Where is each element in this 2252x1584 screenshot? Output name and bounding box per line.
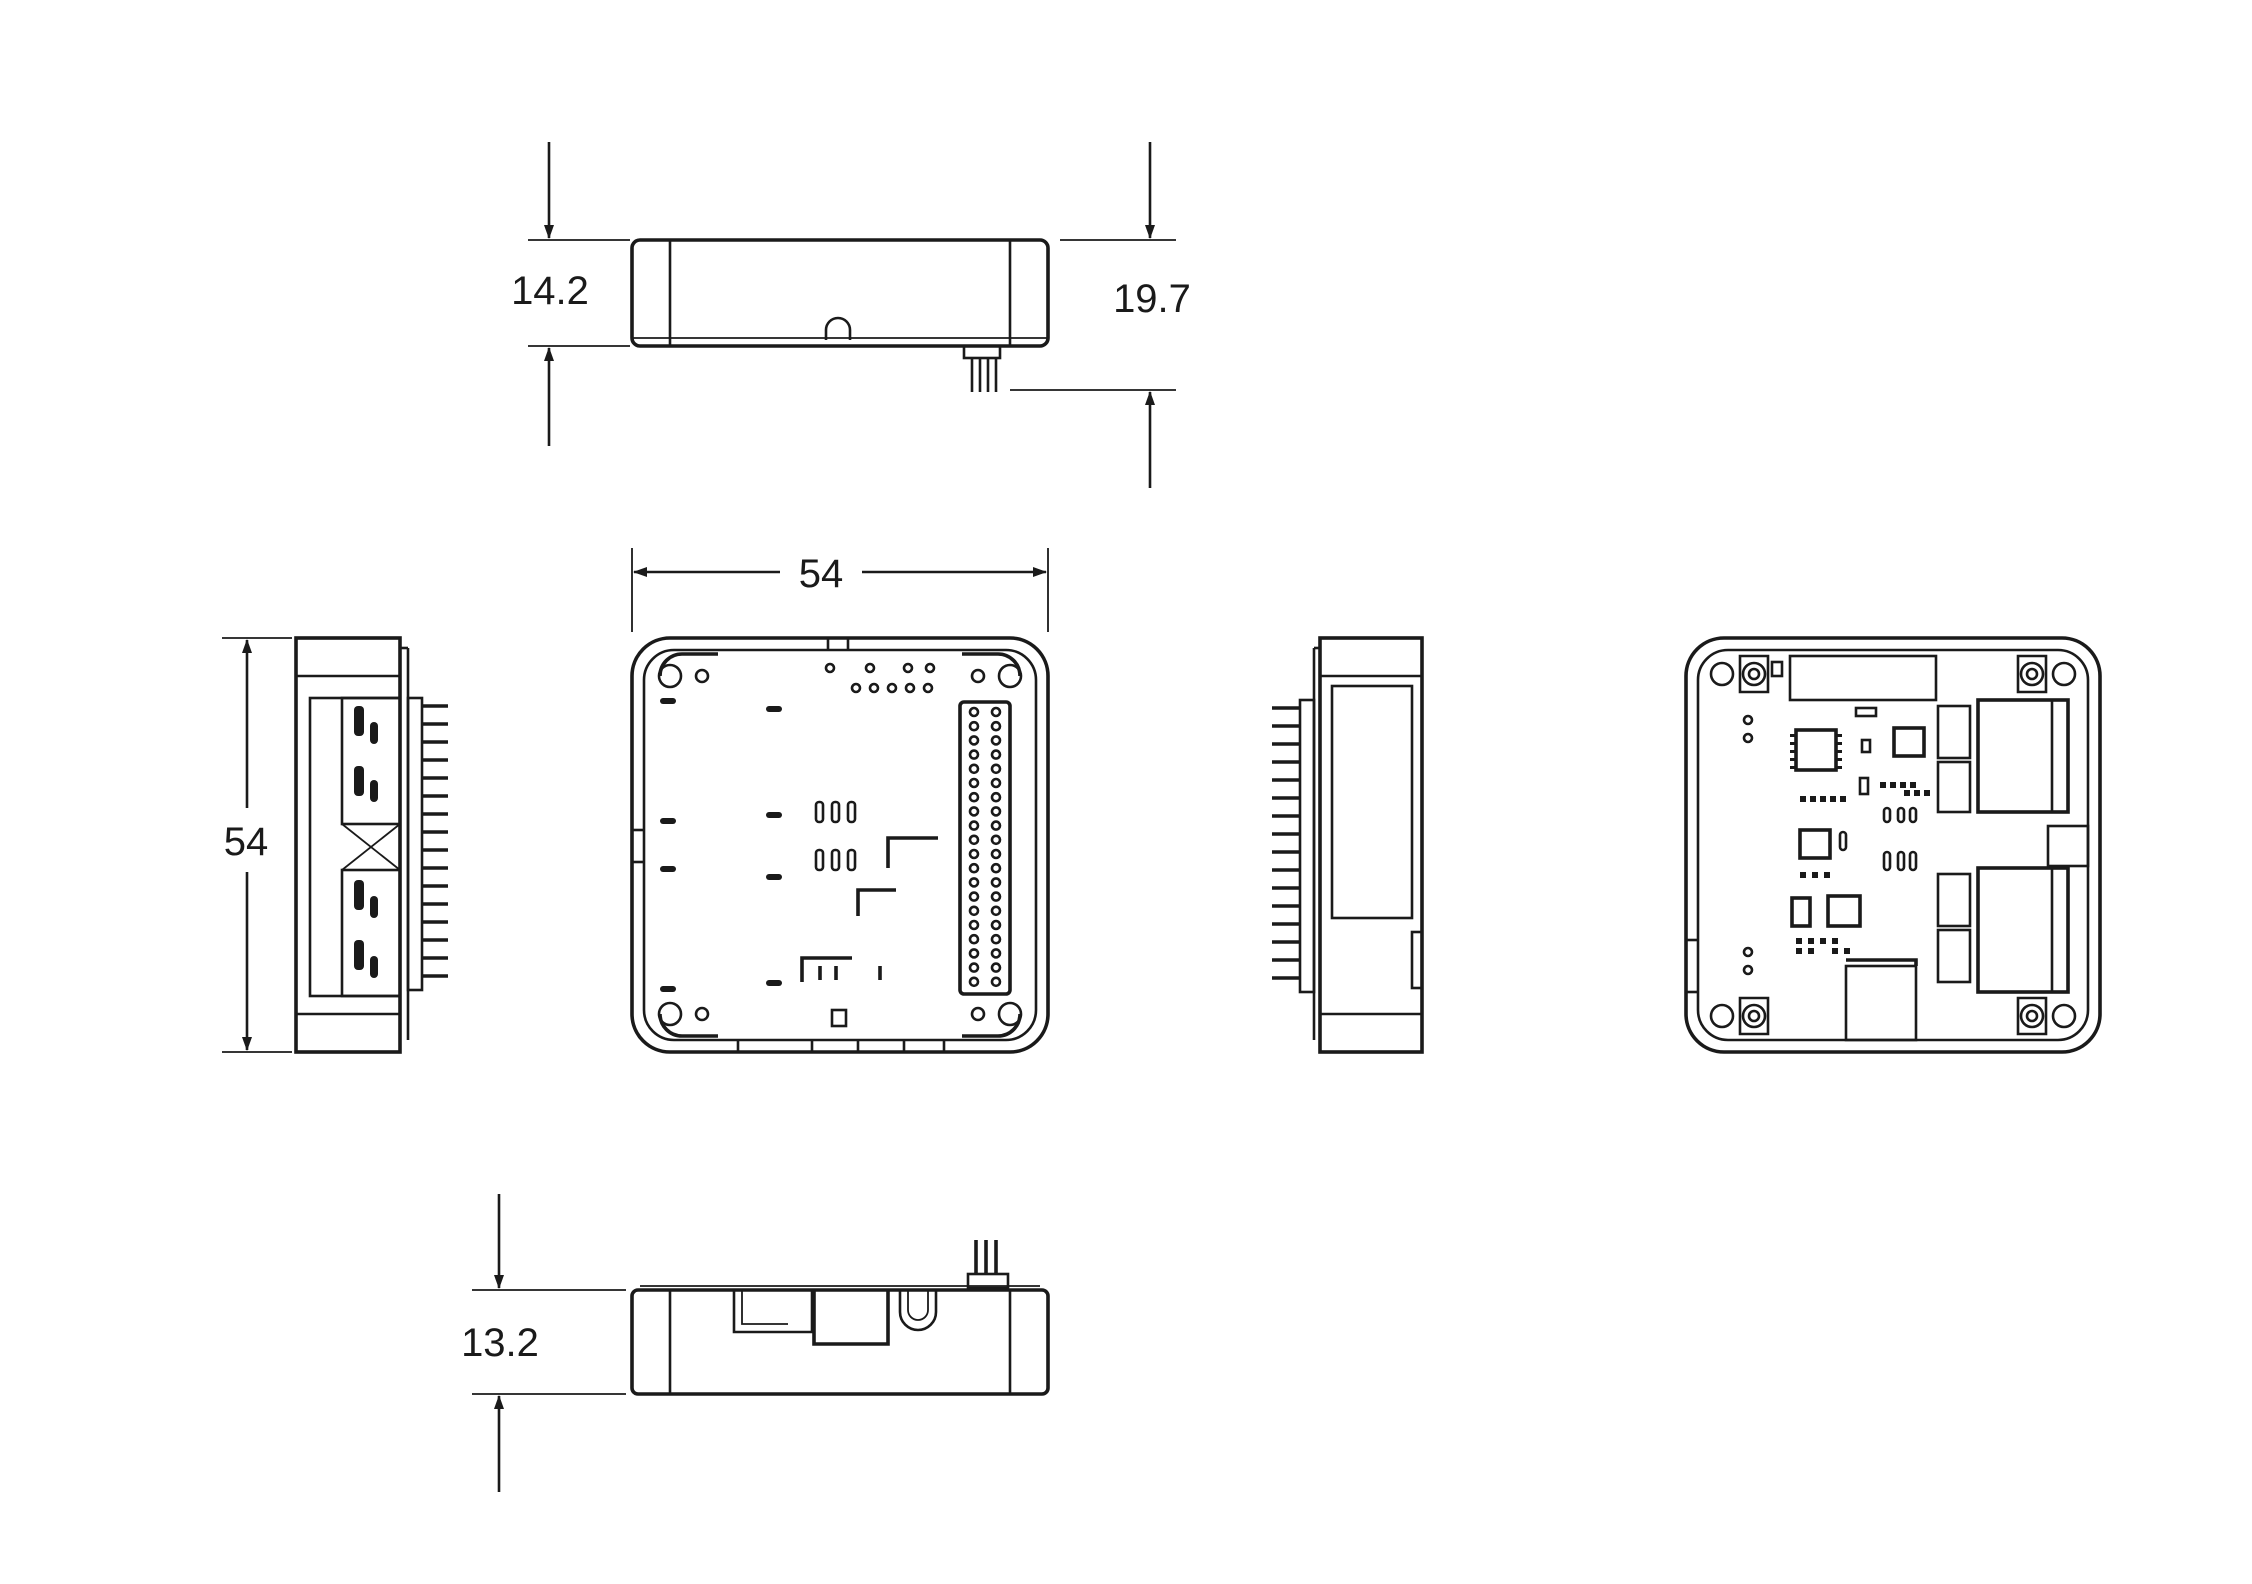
- gpio-pin: [968, 706, 980, 718]
- top-view: 14.2 19.7: [511, 142, 1191, 488]
- gpio-pin: [990, 791, 1002, 803]
- gpio-pin: [968, 735, 980, 746]
- gpio-pin: [990, 834, 1002, 846]
- gpio-pin: [990, 948, 1002, 959]
- gpio-pin: [968, 948, 980, 959]
- dim-top-height-left: 14.2: [511, 269, 589, 313]
- gpio-pin: [968, 862, 980, 874]
- gpio-pin: [990, 735, 1002, 746]
- gpio-pin: [990, 891, 1002, 902]
- right-view: [1272, 636, 1424, 1054]
- width-dimension: 54: [631, 548, 1049, 632]
- gpio-pin: [990, 905, 1002, 917]
- gpio-pin: [968, 820, 980, 831]
- gpio-pin: [990, 749, 1002, 760]
- gpio-pin: [968, 763, 980, 775]
- dim-top-height-right: 19.7: [1113, 277, 1191, 321]
- gpio-pin: [990, 877, 1002, 888]
- gpio-pin: [968, 919, 980, 931]
- gpio-pin: [990, 862, 1002, 874]
- gpio-pin: [968, 720, 980, 732]
- pcb-view: [1684, 636, 2102, 1054]
- left-view-pin-header: [406, 696, 448, 992]
- gpio-pin: [990, 848, 1002, 860]
- gpio-pin: [968, 905, 980, 917]
- gpio-pin: [968, 848, 980, 860]
- gpio-pin: [968, 891, 980, 902]
- dim-bottom-height: 13.2: [461, 1321, 539, 1365]
- gpio-pin: [990, 763, 1002, 775]
- front-view: [630, 636, 1050, 1054]
- dim-left-height: 54: [224, 820, 269, 864]
- gpio-pin: [968, 791, 980, 803]
- gpio-header: [958, 700, 1012, 996]
- dim-front-width: 54: [799, 552, 844, 596]
- gpio-pin: [968, 777, 980, 789]
- gpio-pin: [990, 806, 1002, 817]
- bottom-view: 13.2: [461, 1194, 1050, 1492]
- gpio-pin: [990, 976, 1002, 988]
- gpio-pin: [968, 749, 980, 760]
- left-view: 54: [222, 636, 448, 1054]
- top-view-body: [630, 238, 1050, 348]
- gpio-pin: [968, 877, 980, 888]
- right-view-pin-header: [1272, 698, 1316, 994]
- gpio-pin: [968, 976, 980, 988]
- gpio-pin: [990, 820, 1002, 831]
- gpio-pin: [990, 720, 1002, 732]
- gpio-pin: [990, 919, 1002, 931]
- gpio-pin: [968, 933, 980, 945]
- gpio-pin: [990, 962, 1002, 973]
- gpio-pin: [968, 962, 980, 973]
- gpio-pin: [968, 834, 980, 846]
- gpio-pin: [990, 933, 1002, 945]
- gpio-pin: [968, 806, 980, 817]
- gpio-pin: [990, 777, 1002, 789]
- gpio-pin: [990, 706, 1002, 718]
